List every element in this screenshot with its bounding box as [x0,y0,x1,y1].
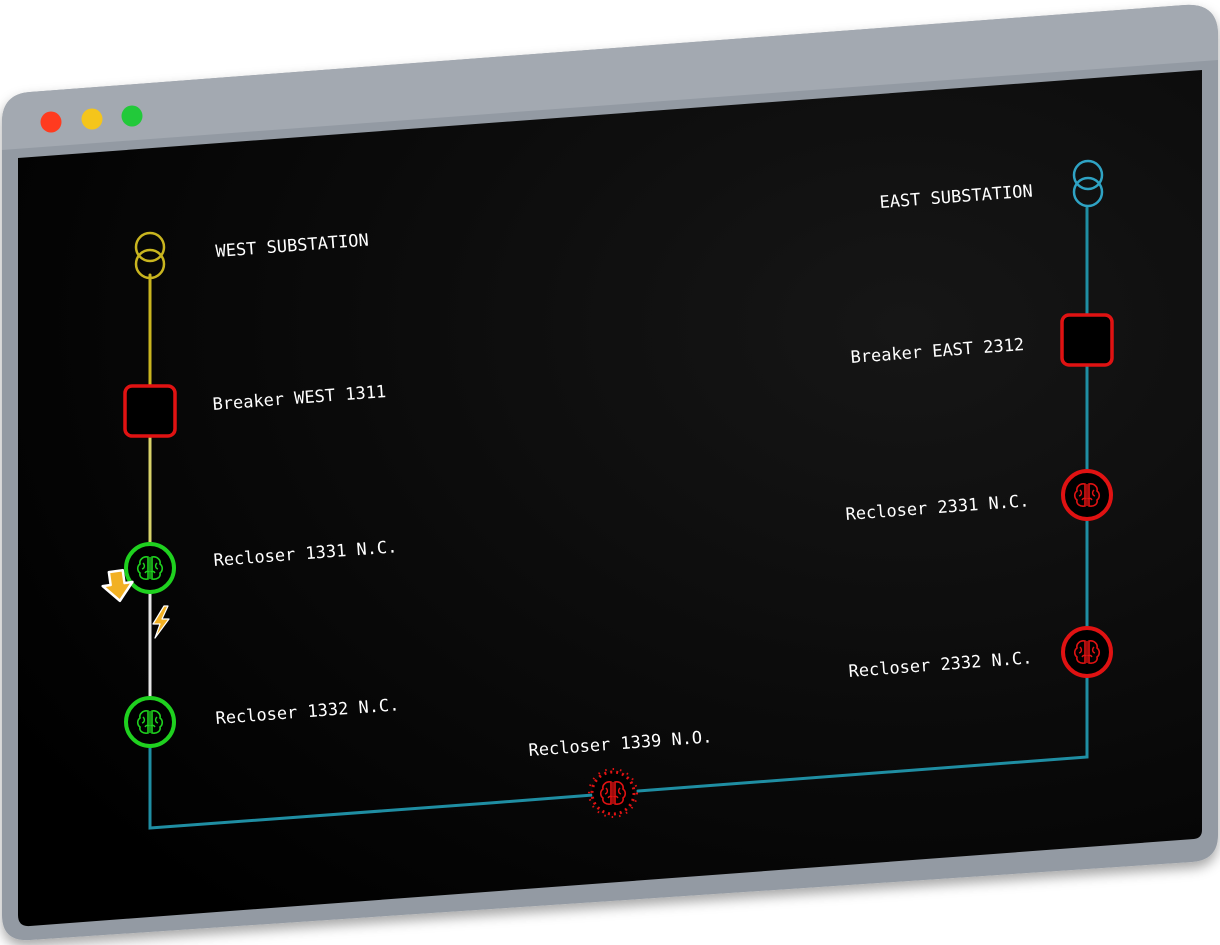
diagram-canvas [18,70,1202,927]
breaker-icon [1060,313,1114,367]
lightning-icon [152,605,170,639]
transformer-icon [1072,159,1104,208]
maximize-button[interactable] [121,105,143,127]
breaker-icon [123,384,177,438]
down-arrow-icon [101,568,134,603]
minimize-button[interactable] [81,108,103,130]
transformer-icon [134,231,166,280]
feeder-lines [148,206,1089,830]
close-button[interactable] [40,111,62,133]
